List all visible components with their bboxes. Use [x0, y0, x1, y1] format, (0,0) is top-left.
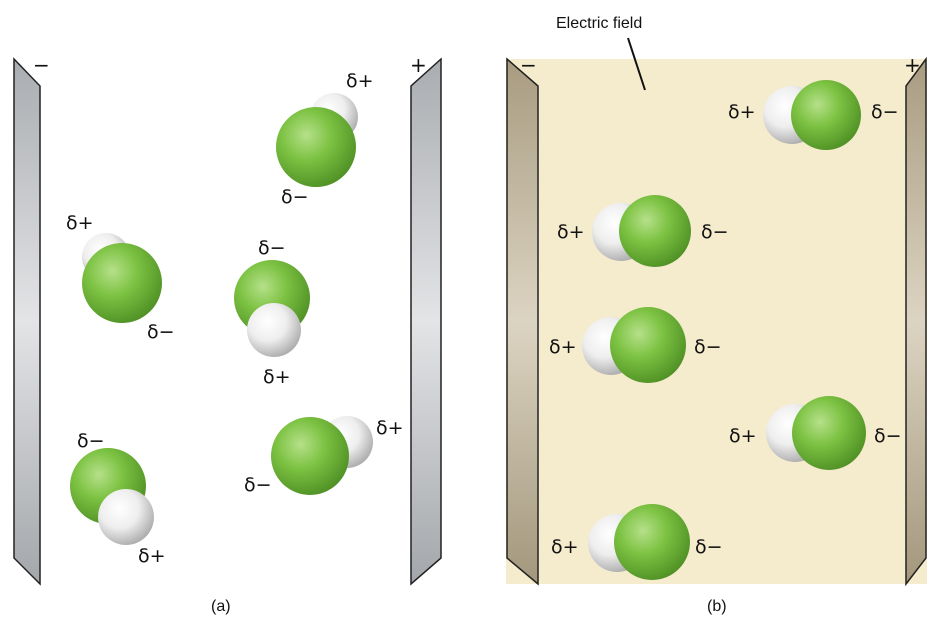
electric-field-leader-line — [627, 37, 646, 91]
partial-positive-label: δ+ — [549, 336, 577, 358]
partial-positive-label: δ+ — [263, 366, 291, 388]
chlorine-atom — [791, 80, 861, 150]
chlorine-atom — [614, 504, 690, 580]
panel-b-molecule-4: δ+ δ− — [729, 396, 902, 470]
panel-b: − + Electric field δ+ δ− δ+ δ− δ+ δ− — [506, 15, 927, 615]
partial-positive-label: δ+ — [728, 101, 756, 123]
panel-a-negative-sign: − — [33, 53, 50, 77]
partial-negative-label: δ− — [258, 237, 286, 259]
partial-negative-label: δ− — [147, 321, 175, 343]
panel-b-negative-plate — [506, 57, 539, 586]
partial-positive-label: δ+ — [551, 536, 579, 558]
partial-positive-label: δ+ — [376, 417, 404, 439]
partial-negative-label: δ− — [695, 536, 723, 558]
chlorine-atom — [792, 396, 866, 470]
panel-b-molecule-3: δ+ δ− — [549, 307, 722, 383]
panel-b-negative-sign: − — [520, 53, 537, 77]
partial-negative-label: δ− — [874, 425, 902, 447]
panel-a-molecule-1: δ+ δ− — [276, 70, 374, 208]
partial-negative-label: δ− — [281, 186, 309, 208]
chlorine-atom — [276, 107, 356, 187]
panel-a: − + δ+ δ− δ+ δ− δ− δ+ δ− — [13, 53, 442, 615]
partial-negative-label: δ− — [77, 430, 105, 452]
electric-field-region — [506, 59, 927, 584]
panel-b-molecule-5: δ+ δ− — [551, 504, 723, 580]
panel-a-molecule-5: δ+ δ− — [244, 416, 404, 496]
chlorine-atom — [610, 307, 686, 383]
electric-field-label: Electric field — [556, 15, 642, 32]
hydrogen-atom — [247, 303, 301, 357]
panel-a-molecule-4: δ− δ+ — [70, 430, 166, 567]
panel-a-molecule-2: δ+ δ− — [66, 212, 175, 343]
partial-positive-label: δ+ — [66, 212, 94, 234]
partial-negative-label: δ− — [244, 474, 272, 496]
panel-b-molecule-1: δ+ δ− — [728, 80, 899, 150]
partial-negative-label: δ− — [871, 101, 899, 123]
partial-positive-label: δ+ — [346, 70, 374, 92]
partial-positive-label: δ+ — [557, 221, 585, 243]
partial-negative-label: δ− — [694, 336, 722, 358]
chlorine-atom — [82, 243, 162, 323]
panel-a-caption: (a) — [211, 598, 231, 615]
partial-positive-label: δ+ — [138, 545, 166, 567]
panel-a-negative-plate — [13, 57, 41, 586]
panel-a-positive-plate — [410, 57, 442, 586]
panel-b-positive-plate — [905, 56, 927, 587]
panel-a-molecule-3: δ− δ+ — [234, 237, 310, 388]
panel-b-molecule-2: δ+ δ− — [557, 195, 729, 267]
partial-negative-label: δ− — [701, 221, 729, 243]
hydrogen-atom — [98, 489, 154, 545]
partial-positive-label: δ+ — [729, 425, 757, 447]
panel-b-caption: (b) — [707, 598, 727, 615]
panel-b-positive-sign: + — [904, 53, 921, 77]
chlorine-atom — [619, 195, 691, 267]
panel-a-positive-sign: + — [410, 53, 427, 77]
chlorine-atom — [271, 417, 349, 495]
